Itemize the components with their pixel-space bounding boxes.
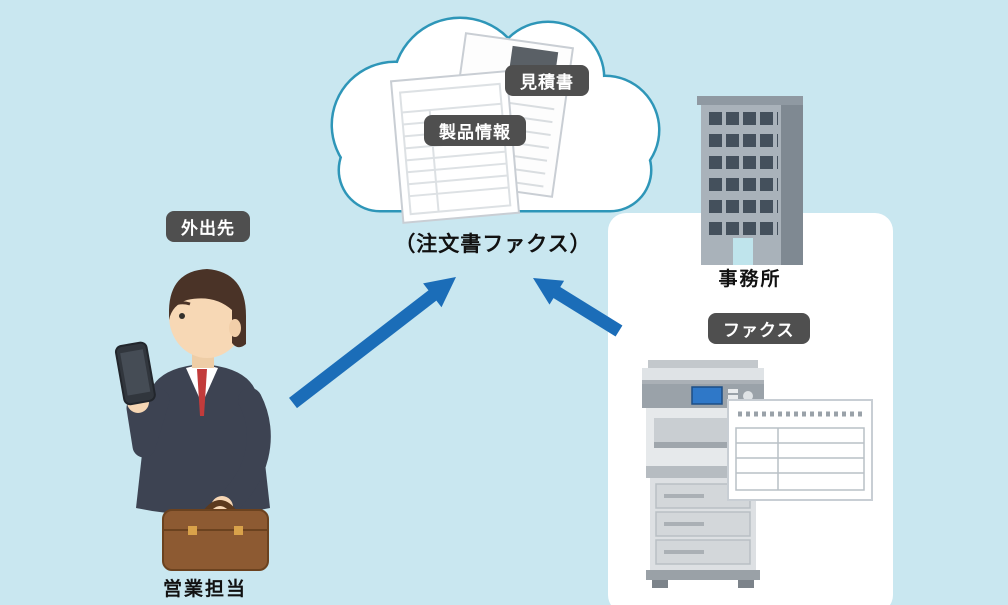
fax-badge: ファクス	[708, 313, 810, 344]
fax-machine-illustration	[642, 360, 764, 588]
arrow-fax-to-cloud	[533, 278, 623, 337]
fax-cabinet	[650, 478, 756, 570]
person-ear	[229, 319, 241, 337]
building-roof	[697, 96, 803, 105]
building-windows	[709, 112, 778, 236]
person-tie	[197, 369, 207, 416]
cloud-illustration	[330, 16, 661, 224]
person-eye	[179, 313, 185, 319]
arrow-salesperson-to-cloud	[289, 277, 456, 409]
salesperson-label: 営業担当	[162, 579, 247, 600]
field-location-badge: 外出先	[166, 211, 250, 242]
quotation-badge: 見積書	[505, 65, 589, 96]
product-info-badge-label: 製品情報	[439, 123, 511, 142]
office-label: 事務所	[718, 269, 782, 290]
field-location-badge-label: 外出先	[181, 219, 235, 238]
quotation-badge-label: 見積書	[520, 73, 574, 92]
fax-badge-label: ファクス	[723, 321, 795, 340]
fax-top	[642, 360, 764, 384]
cloud-caption: （注文書ファクス）	[394, 233, 592, 256]
product-info-badge: 製品情報	[424, 115, 526, 146]
person-eyebrow	[172, 301, 191, 307]
person-right-arm	[212, 388, 271, 518]
fax-base	[646, 570, 760, 588]
smartphone	[114, 341, 156, 406]
salesperson-illustration	[114, 269, 271, 571]
person-hair	[169, 269, 246, 348]
building-side	[781, 105, 803, 265]
order-form-document	[727, 399, 873, 501]
building-door	[733, 238, 753, 265]
office-building-illustration	[697, 96, 803, 265]
person-left-arm	[126, 388, 170, 458]
document-product-info	[389, 70, 521, 224]
briefcase	[162, 500, 269, 571]
